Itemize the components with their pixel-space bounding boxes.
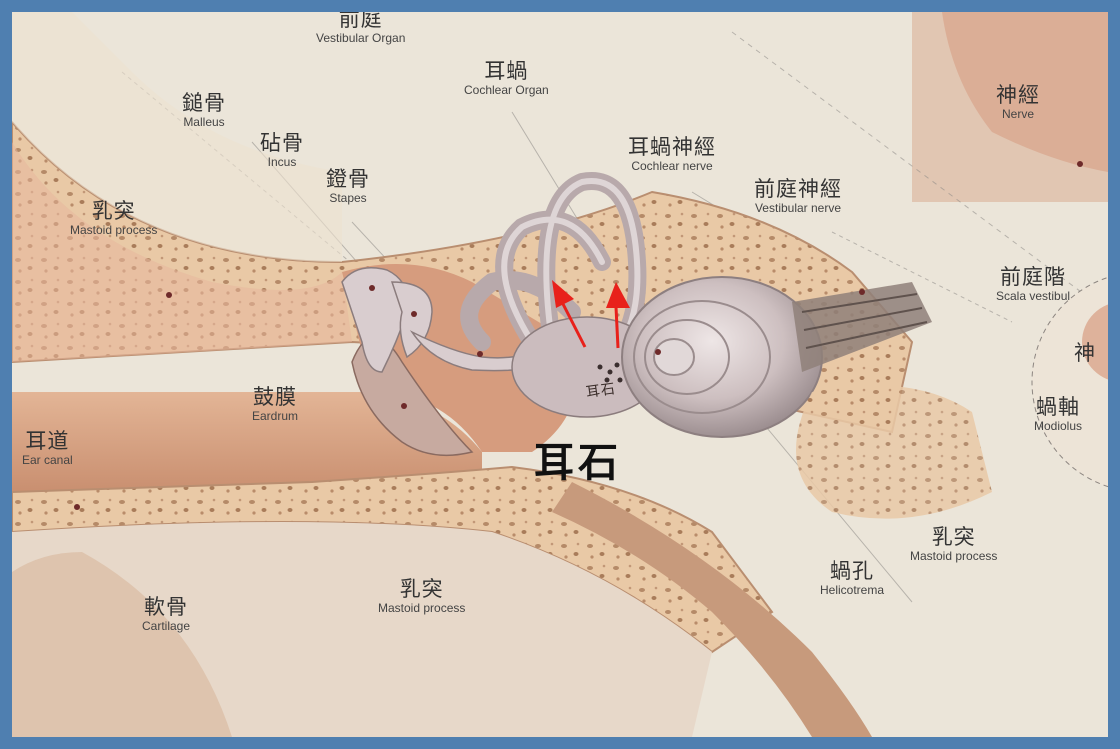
label-zh: 神 xyxy=(1074,341,1096,365)
label-cochlear-nerve: 耳蝸神經 Cochlear nerve xyxy=(628,136,716,173)
label-ear-canal: 耳道 Ear canal xyxy=(22,430,73,467)
label-mastoid-right: 乳突 Mastoid process xyxy=(910,526,997,563)
label-en: Cochlear nerve xyxy=(631,159,713,174)
label-en: Cochlear Organ xyxy=(464,83,549,98)
label-en: Mastoid process xyxy=(378,601,466,616)
label-en: Helicotrema xyxy=(820,583,885,598)
label-zh: 耳道 xyxy=(25,429,70,453)
label-en: Modiolus xyxy=(1034,419,1083,434)
label-nerve: 神經 Nerve xyxy=(996,84,1040,121)
label-eardrum: 鼓膜 Eardrum xyxy=(252,386,298,423)
label-zh: 前庭 xyxy=(338,7,383,31)
label-zh: 砧骨 xyxy=(260,131,304,155)
label-zh: 前庭神經 xyxy=(754,177,842,201)
label-zh: 軟骨 xyxy=(144,595,189,619)
label-zh: 前庭階 xyxy=(1000,265,1067,289)
label-en: Mastoid process xyxy=(70,223,158,238)
label-malleus: 鎚骨 Malleus xyxy=(182,92,226,129)
label-en: Mastoid process xyxy=(910,549,998,564)
label-zh: 乳突 xyxy=(91,199,136,223)
label-mastoid-bottom: 乳突 Mastoid process xyxy=(378,578,465,615)
label-en: Cartilage xyxy=(142,619,191,634)
ear-anatomy-illustration xyxy=(12,12,1108,737)
label-en: Incus xyxy=(267,155,297,170)
label-dots xyxy=(74,161,1083,510)
label-zh: 蝸孔 xyxy=(830,559,875,583)
label-en: Eardrum xyxy=(252,409,299,424)
label-zh: 耳蝸神經 xyxy=(628,135,716,159)
label-zh: 乳突 xyxy=(931,525,976,549)
label-vestibular-nerve: 前庭神經 Vestibular nerve xyxy=(754,178,842,215)
label-modiolus: 蝸軸 Modiolus xyxy=(1034,396,1082,433)
red-arrows xyxy=(552,280,630,349)
label-zh: 蝸軸 xyxy=(1036,395,1081,419)
ear-canal xyxy=(12,392,482,492)
nerve-bundle xyxy=(792,282,932,372)
label-en: Vestibular Organ xyxy=(316,31,406,46)
cochlea xyxy=(621,276,823,438)
label-partial-right: 神 xyxy=(1074,342,1096,364)
label-zh: 鐙骨 xyxy=(326,167,370,191)
label-zh: 鎚骨 xyxy=(182,91,226,115)
label-en: Scala vestibul xyxy=(996,289,1071,304)
label-en: Vestibular nerve xyxy=(754,201,842,216)
label-stapes: 鐙骨 Stapes xyxy=(326,168,370,205)
label-zh: 神經 xyxy=(996,83,1040,107)
label-en: Nerve xyxy=(1001,107,1034,122)
label-en: Ear canal xyxy=(22,453,73,468)
label-helicotrema: 蝸孔 Helicotrema xyxy=(820,560,884,597)
label-zh: 耳蝸 xyxy=(484,59,529,83)
label-cartilage: 軟骨 Cartilage xyxy=(142,596,190,633)
label-mastoid-upper: 乳突 Mastoid process xyxy=(70,200,157,237)
label-cochlear-organ: 耳蝸 Cochlear Organ xyxy=(464,60,549,97)
label-en: Stapes xyxy=(329,191,367,206)
label-scala-vestibuli: 前庭階 Scala vestibul xyxy=(996,266,1070,303)
label-en: Malleus xyxy=(183,115,225,130)
otolith-annotation: 耳石 xyxy=(534,439,622,486)
label-zh: 鼓膜 xyxy=(253,385,297,409)
label-incus: 砧骨 Incus xyxy=(260,132,304,169)
eustachian-tube xyxy=(552,482,872,737)
label-zh: 乳突 xyxy=(399,577,444,601)
ossicles xyxy=(341,267,544,373)
label-vestibular-organ: 前庭 Vestibular Organ xyxy=(316,7,406,46)
